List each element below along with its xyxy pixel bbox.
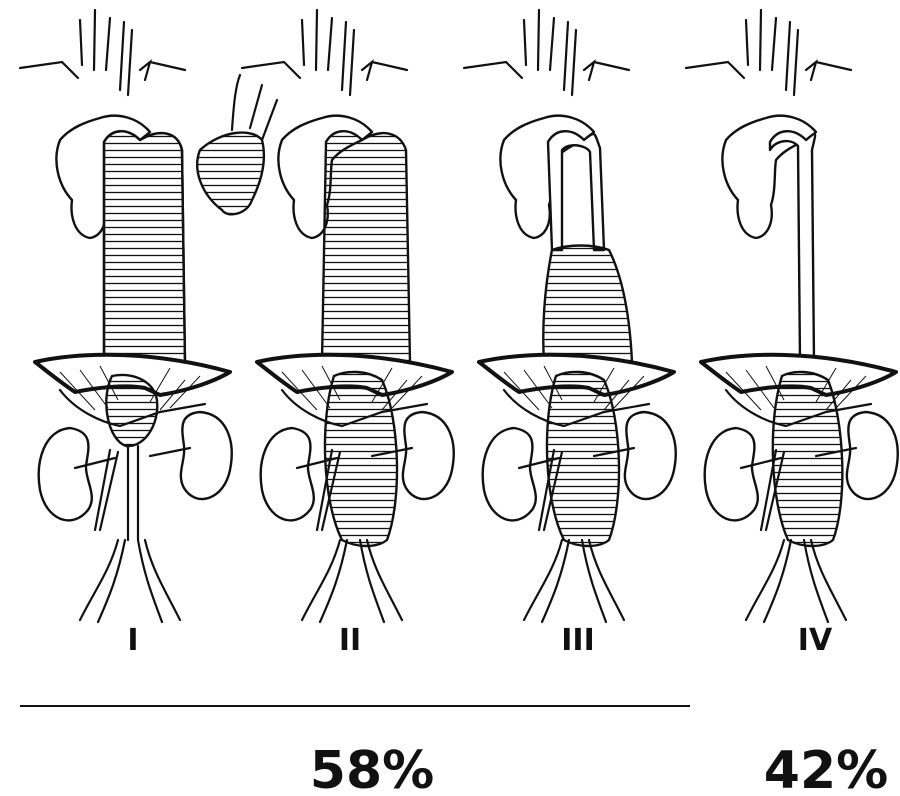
type-label-i: I — [127, 623, 138, 658]
group-percent-type-iv: 42% — [764, 741, 888, 796]
panel-type-iii — [464, 10, 676, 622]
type-label-iv: IV — [798, 623, 833, 658]
type-label-iii: III — [561, 623, 595, 658]
type-label-ii: II — [339, 623, 361, 658]
group-percent-types-i-iii: 58% — [310, 741, 434, 796]
panel-type-iv — [686, 10, 898, 622]
panel-type-i — [20, 10, 232, 622]
panel-type-ii — [197, 10, 453, 622]
